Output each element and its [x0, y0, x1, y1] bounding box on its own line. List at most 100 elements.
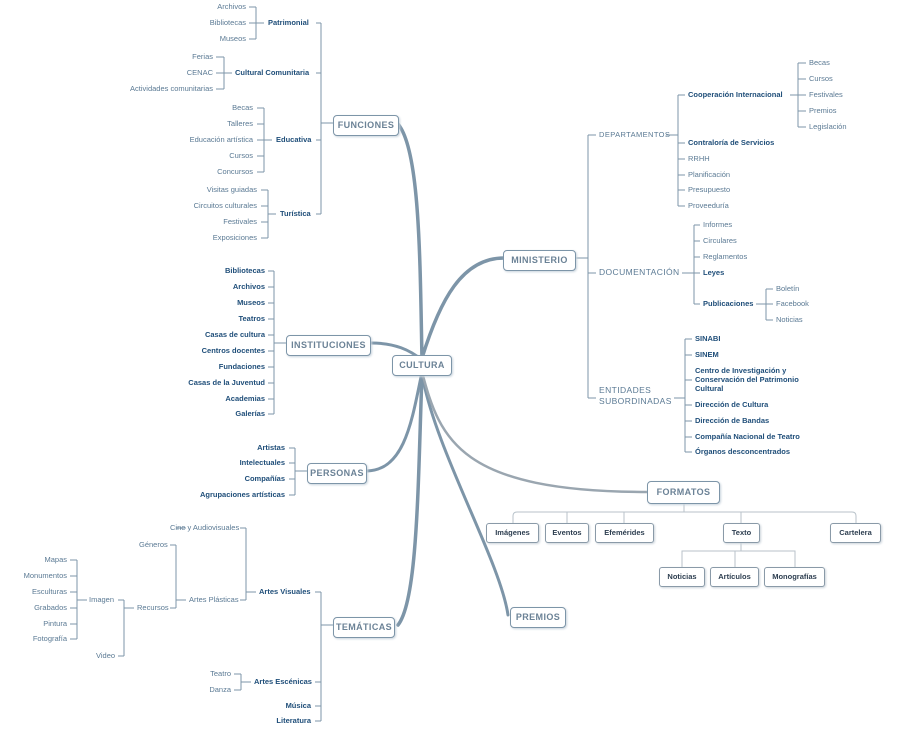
cooperacion-item[interactable]: Becas: [809, 58, 830, 67]
persona-item[interactable]: Artistas: [257, 443, 285, 452]
texto-articulos[interactable]: Artículos: [710, 567, 759, 587]
formato-imagenes[interactable]: Imágenes: [486, 523, 539, 543]
patrimonial-item[interactable]: Archivos: [217, 2, 246, 11]
texto-monografias[interactable]: Monografías: [764, 567, 825, 587]
center-node[interactable]: CULTURA: [392, 355, 452, 376]
artes-visuales-node[interactable]: Artes Visuales: [259, 587, 311, 596]
publicaciones-item[interactable]: Boletín: [776, 284, 800, 293]
leyes-node[interactable]: Leyes: [703, 268, 725, 277]
departamento-item[interactable]: Presupuesto: [688, 185, 731, 194]
departamento-item[interactable]: RRHH: [688, 154, 710, 163]
institucion-item[interactable]: Casas de cultura: [204, 330, 265, 339]
institucion-item[interactable]: Teatros: [238, 314, 265, 323]
literatura-node[interactable]: Literatura: [276, 716, 311, 725]
imagen-item[interactable]: Pintura: [43, 619, 67, 628]
entidades-node-line2: SUBORDINADAS: [599, 396, 672, 406]
instituciones-node[interactable]: INSTITUCIONES: [286, 335, 371, 356]
patrimonial-node[interactable]: Patrimonial: [268, 18, 309, 27]
cine-node[interactable]: Cine y Audiovisuales: [170, 523, 240, 532]
institucion-item[interactable]: Archivos: [232, 282, 265, 291]
documentacion-item[interactable]: Informes: [703, 220, 733, 229]
turistica-item[interactable]: Festivales: [223, 217, 257, 226]
departamentos-node[interactable]: DEPARTAMENTOS: [599, 130, 671, 139]
educativa-item[interactable]: Cursos: [229, 151, 253, 160]
institucion-item[interactable]: Casas de la Juventud: [188, 378, 265, 387]
institucion-item[interactable]: Museos: [237, 298, 265, 307]
institucion-item[interactable]: Academias: [225, 394, 265, 403]
entidad-item[interactable]: Compañía Nacional de Teatro: [695, 432, 800, 441]
institucion-item[interactable]: Bibliotecas: [224, 266, 265, 275]
entidad-centro-line2: Conservación del Patrimonio: [695, 375, 799, 384]
educativa-item[interactable]: Talleres: [227, 119, 253, 128]
texto-noticias[interactable]: Noticias: [659, 567, 705, 587]
entidad-item[interactable]: SINABI: [695, 334, 721, 343]
comunitaria-item[interactable]: CENAC: [186, 68, 213, 77]
entidad-item[interactable]: Dirección de Bandas: [695, 416, 770, 425]
turistica-item[interactable]: Circuitos culturales: [193, 201, 257, 210]
video-node[interactable]: Video: [96, 651, 116, 660]
turistica-item[interactable]: Visitas guiadas: [206, 185, 257, 194]
comunitaria-item[interactable]: Actividades comunitarias: [130, 84, 213, 93]
formato-efemerides[interactable]: Efemérides: [595, 523, 654, 543]
ministerio-node[interactable]: MINISTERIO: [503, 250, 576, 271]
funciones-node[interactable]: FUNCIONES: [333, 115, 399, 136]
escenicas-node[interactable]: Artes Escénicas: [254, 677, 312, 686]
recursos-node[interactable]: Recursos: [137, 603, 169, 612]
publicaciones-item[interactable]: Facebook: [776, 299, 809, 308]
personas-node[interactable]: PERSONAS: [307, 463, 367, 484]
publicaciones-item[interactable]: Noticias: [776, 315, 803, 324]
documentacion-node[interactable]: DOCUMENTACIÓN: [599, 267, 680, 277]
comunitaria-item[interactable]: Ferias: [192, 52, 213, 61]
turistica-node[interactable]: Turística: [280, 209, 311, 218]
cooperacion-item[interactable]: Festivales: [809, 90, 843, 99]
imagen-item[interactable]: Monumentos: [23, 571, 67, 580]
entidad-centro-line1[interactable]: Centro de Investigación y: [695, 366, 787, 375]
imagen-item[interactable]: Fotografía: [32, 634, 67, 643]
persona-item[interactable]: Agrupaciones artísticas: [199, 490, 285, 499]
cooperacion-item[interactable]: Cursos: [809, 74, 833, 83]
imagen-item[interactable]: Grabados: [34, 603, 67, 612]
educativa-item[interactable]: Concursos: [217, 167, 253, 176]
escenicas-item[interactable]: Teatro: [210, 669, 231, 678]
turistica-item[interactable]: Exposiciones: [212, 233, 257, 242]
institucion-item[interactable]: Fundaciones: [218, 362, 265, 371]
entidad-centro-line3: Cultural: [695, 384, 724, 393]
patrimonial-item[interactable]: Bibliotecas: [209, 18, 246, 27]
tematicas-node[interactable]: TEMÁTICAS: [333, 617, 395, 638]
escenicas-item[interactable]: Danza: [209, 685, 231, 694]
contraloria-node[interactable]: Contraloría de Servicios: [688, 138, 775, 147]
cooperacion-item[interactable]: Premios: [809, 106, 837, 115]
documentacion-item[interactable]: Reglamentos: [703, 252, 748, 261]
imagen-item[interactable]: Esculturas: [31, 587, 67, 596]
imagen-node[interactable]: Imagen: [89, 595, 115, 604]
entidad-item[interactable]: SINEM: [695, 350, 719, 359]
departamento-item[interactable]: Planificación: [688, 170, 731, 179]
educativa-item[interactable]: Educación artística: [189, 135, 253, 144]
institucion-item[interactable]: Galerías: [235, 409, 265, 418]
documentacion-item[interactable]: Circulares: [703, 236, 737, 245]
persona-item[interactable]: Compañías: [244, 474, 285, 483]
cooperacion-node[interactable]: Cooperación Internacional: [688, 90, 783, 99]
formato-texto[interactable]: Texto: [723, 523, 760, 543]
premios-node[interactable]: PREMIOS: [510, 607, 566, 628]
comunitaria-node[interactable]: Cultural Comunitaria: [235, 68, 310, 77]
formato-cartelera[interactable]: Cartelera: [830, 523, 881, 543]
generos-node[interactable]: Géneros: [139, 540, 168, 549]
persona-item[interactable]: Intelectuales: [239, 458, 285, 467]
entidad-item[interactable]: Dirección de Cultura: [695, 400, 769, 409]
formato-eventos[interactable]: Eventos: [545, 523, 589, 543]
formatos-node[interactable]: FORMATOS: [647, 481, 720, 504]
institucion-item[interactable]: Centros docentes: [201, 346, 265, 355]
plasticas-node[interactable]: Artes Plásticas: [189, 595, 239, 604]
imagen-item[interactable]: Mapas: [44, 555, 67, 564]
educativa-item[interactable]: Becas: [232, 103, 253, 112]
entidades-node[interactable]: ENTIDADES: [599, 385, 652, 395]
musica-node[interactable]: Música: [285, 701, 311, 710]
educativa-node[interactable]: Educativa: [276, 135, 312, 144]
publicaciones-node[interactable]: Publicaciones: [703, 299, 754, 308]
patrimonial-item[interactable]: Museos: [219, 34, 246, 43]
cooperacion-item[interactable]: Legislación: [809, 122, 847, 131]
departamento-item[interactable]: Proveeduría: [688, 201, 729, 210]
entidad-item[interactable]: Órganos desconcentrados: [695, 447, 791, 456]
